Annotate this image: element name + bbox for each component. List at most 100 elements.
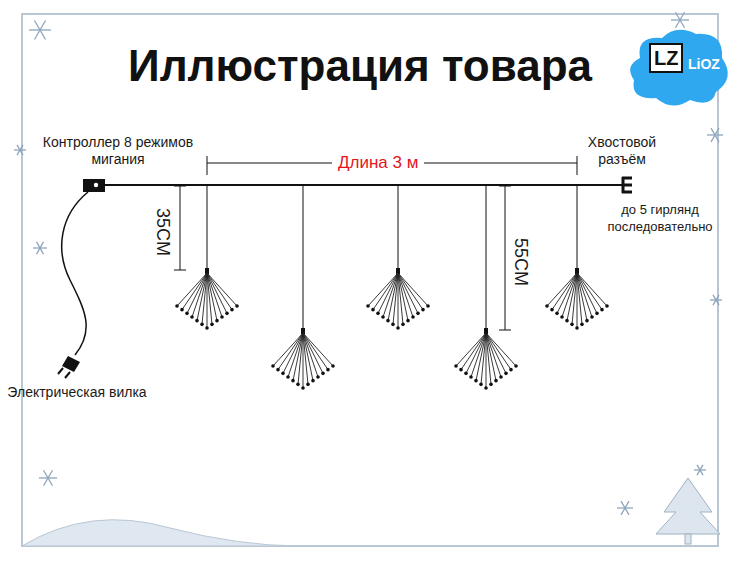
snowflake-arm (711, 128, 719, 142)
strand-bulb (545, 304, 549, 308)
strand-bulb (230, 308, 234, 312)
strand-bulb (190, 315, 194, 319)
strand-bulb (225, 312, 229, 316)
fan-strand (207, 273, 208, 328)
strand-bulb (426, 304, 430, 308)
strand-bulb (366, 304, 370, 308)
strand-bulb (514, 364, 518, 368)
snowflake-arm (37, 242, 44, 254)
strand-bulb (306, 383, 310, 387)
firework-fans (175, 186, 609, 390)
strand-bulb (550, 308, 554, 312)
power-cord (62, 192, 88, 355)
strand-bulb (175, 304, 179, 308)
strand-bulb (381, 315, 385, 319)
strand-bulb (220, 315, 224, 319)
fan-strand (486, 333, 487, 388)
drop-35-dimension (174, 186, 186, 270)
strand-bulb (271, 364, 275, 368)
strand-bulb (585, 319, 589, 323)
fan-strand (298, 333, 303, 384)
snowflake-arm (17, 145, 23, 155)
electric-plug (58, 356, 80, 378)
strand-bulb (605, 304, 609, 308)
strand-bulb (195, 319, 199, 323)
snowflake-arm (44, 470, 53, 486)
fan-strand (486, 333, 516, 366)
fan-strand (393, 273, 398, 324)
strand-bulb (286, 375, 290, 379)
strand-bulb (291, 379, 295, 383)
strand-bulb (494, 379, 498, 383)
fan-strand (486, 333, 506, 373)
strand-bulb (406, 319, 410, 323)
logo-box (650, 44, 682, 72)
strand-bulb (391, 323, 395, 327)
strand-bulb (276, 368, 280, 372)
controller-box (83, 179, 105, 192)
strand-bulb (411, 315, 415, 319)
dimension-label: 35CM (154, 208, 172, 256)
strand-bulb (316, 375, 320, 379)
strand-bulb (469, 375, 473, 379)
fan-strand (303, 333, 323, 373)
strand-bulb (555, 312, 559, 316)
fan-strand (303, 333, 333, 366)
snowflake-arm (37, 242, 44, 254)
logo-text: LZ (654, 48, 678, 68)
fan-strand (456, 333, 486, 366)
length-label: Длина 3 м (332, 153, 424, 173)
strand-bulb (479, 383, 483, 387)
fan-strand (398, 273, 428, 306)
strand-bulb (205, 326, 209, 330)
strand-bulb (590, 315, 594, 319)
fan-strand (567, 273, 577, 321)
fan-strand (207, 273, 232, 310)
plug-label: Электрическая вилка (7, 381, 147, 404)
strand-bulb (459, 368, 463, 372)
strand-bulb (215, 319, 219, 323)
snowflake-arm (621, 501, 629, 515)
fan-strand (486, 333, 511, 370)
strand-bulb (509, 368, 513, 372)
fan-strand (303, 333, 328, 370)
main-wire (95, 184, 625, 186)
fan-strand (577, 273, 592, 317)
page-frame (22, 14, 718, 546)
fan-strand (197, 273, 207, 321)
strand-bulb (474, 379, 478, 383)
strand-bulb (464, 372, 468, 376)
logo-text: LiOZ (688, 57, 720, 71)
strand-bulb (200, 323, 204, 327)
fir-tree (656, 478, 720, 544)
strand-bulb (371, 308, 375, 312)
snowflake-arm (676, 12, 685, 28)
strand-bulb (376, 312, 380, 316)
drop-wire (486, 186, 487, 330)
strand-bulb (504, 372, 508, 376)
title: Иллюстрация товара (128, 42, 592, 90)
controller-label: Контроллер 8 режимов мигания (33, 134, 203, 169)
snowflake-arm (713, 295, 719, 305)
fan-strand (303, 333, 304, 388)
strand-bulb (421, 308, 425, 312)
strand-bulb (311, 379, 315, 383)
strand-bulb (301, 386, 305, 390)
strand-bulb (489, 383, 493, 387)
strand-bulb (454, 364, 458, 368)
fan-strand (207, 273, 237, 306)
fan-strand (577, 273, 607, 306)
fan-strand (476, 333, 486, 381)
strand-bulb (185, 312, 189, 316)
snowflake-arm (711, 128, 719, 142)
fan-strand (547, 273, 577, 306)
strand-bulb (326, 368, 330, 372)
snowflake-arm (621, 501, 629, 515)
fan-strand (398, 273, 418, 313)
drop-wire (398, 186, 399, 270)
fan-strand (388, 273, 398, 321)
strand-bulb (484, 386, 488, 390)
strand-bulb (210, 323, 214, 327)
fan-strand (273, 333, 303, 366)
